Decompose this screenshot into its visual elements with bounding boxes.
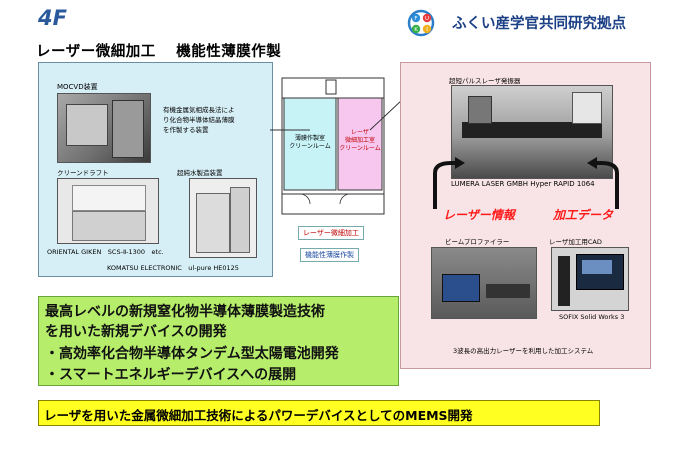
floor-plan-diagram: 薄膜作製室 クリーンルーム レーザ 微細加工室 クリーンルーム <box>281 77 385 215</box>
laser-photo <box>451 85 613 179</box>
cad-caption: SOFIX Solid Works 3 <box>559 313 625 321</box>
clean-draft-caption: ORIENTAL GIKEN SCS-Ⅱ-1300 etc. <box>47 248 164 256</box>
development-goals-box: 最高レベルの新規窒化物半導体薄膜製造技術 を用いた新規デバイスの開発 ・高効率化… <box>38 296 399 386</box>
logo-letter: K <box>414 27 418 33</box>
floor-label: 4F <box>38 6 67 30</box>
water-caption: KOMATSU ELECTRONIC ul-pure HE0125 <box>107 264 239 272</box>
cad-photo <box>551 247 629 311</box>
laser-info-title: レーザー情報 <box>443 208 515 222</box>
beam-profiler-photo <box>431 247 537 319</box>
water-label: 超純水製造装置 <box>177 169 223 177</box>
page-title: レーザー微細加工 機能性薄膜作製 <box>36 44 282 60</box>
laser-label: 超短パルスレーザ発振器 <box>449 77 521 85</box>
water-photo <box>189 178 257 258</box>
organization-name: ふくい産学官共同研究拠点 <box>452 16 626 32</box>
flow-arrows <box>433 157 619 209</box>
goal-line: ・高効率化合物半導体タンデム型太陽電池開発 <box>45 346 339 362</box>
process-data-title: 加工データ <box>553 208 614 222</box>
clean-draft-photo <box>57 178 159 244</box>
goal-line: ・スマートエネルギーデバイスへの展開 <box>45 367 297 383</box>
logo-letter: I <box>426 27 428 33</box>
system-caption: 3波長の高出力レーザーを利用した加工システム <box>453 347 594 355</box>
mems-banner <box>38 400 600 426</box>
mocvd-label: MOCVD装置 <box>57 83 98 91</box>
connector-lines <box>270 99 402 131</box>
right-laser-panel: 超短パルスレーザ発振器 LUMERA LASER GMBH Hyper RAPI… <box>400 62 651 369</box>
plan-caption-film: 機能性薄膜作製 <box>300 248 359 262</box>
plan-room-right-line1: レーザ <box>351 129 369 136</box>
cad-label: レーザ加工用CAD <box>549 238 602 246</box>
beam-profiler-label: ビームプロファイラー <box>445 238 510 246</box>
clean-draft-label: クリーンドラフト <box>57 169 109 177</box>
logo-letter: U <box>425 16 429 22</box>
mocvd-description: 有機金属気相成長法によ り化合物半導体結晶薄膜 を作製する装置 <box>163 106 235 134</box>
plan-room-left-line2: クリーンルーム <box>289 143 331 150</box>
mems-banner-text: レーザを用いた金属微細加工技術によるパワーデバイスとしてのMEMS開発 <box>44 408 473 423</box>
mocvd-photo <box>57 93 151 163</box>
plan-caption-laser: レーザー微細加工 <box>298 226 364 240</box>
plan-room-left-line1: 薄膜作製室 <box>295 134 325 142</box>
goal-line: 最高レベルの新規窒化物半導体薄膜製造技術 <box>45 304 325 320</box>
plan-room-right-line2: 微細加工室 <box>345 136 375 144</box>
plan-room-right-line3: クリーンルーム <box>339 145 381 152</box>
left-equipment-panel: MOCVD装置 有機金属気相成長法によ り化合物半導体結晶薄膜 を作製する装置 … <box>38 62 273 277</box>
laser-caption: LUMERA LASER GMBH Hyper RAPID 1064 <box>451 180 595 188</box>
logo-icon: F U K I <box>407 9 435 37</box>
logo-letter: F <box>414 16 417 22</box>
goal-line: を用いた新規デバイスの開発 <box>45 324 227 340</box>
